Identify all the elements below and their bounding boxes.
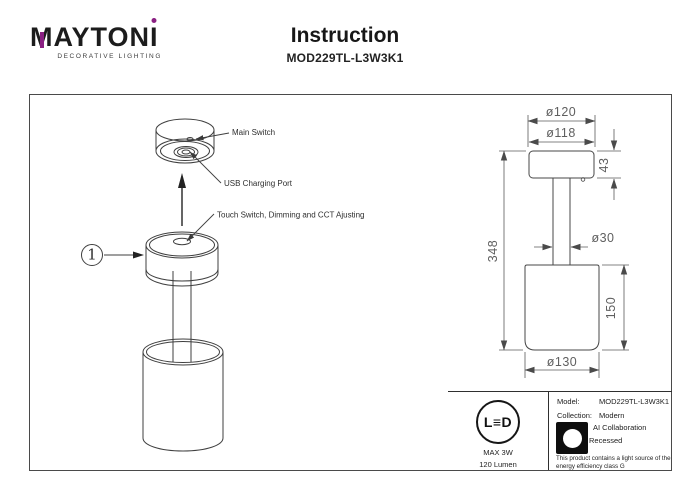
recessed-light-icon-circle [562,428,582,448]
page-header: Instruction MOD229TL-L3W3K1 [145,24,545,65]
lamp-stem [172,271,192,362]
info-panel-top-border [448,391,672,392]
dim-total-height: 348 [486,240,500,262]
product-spec-cell: Model:MOD229TL-L3W3K1 Collection:Modern … [548,391,672,470]
dim-head-button [580,177,586,182]
brand-tagline: DECORATIVE LIGHTING [57,53,162,60]
model-row: Model: MOD229TL-L3W3K1 [557,397,669,406]
energy-note-line1: This product contains a light source of … [556,455,671,462]
brand-logo-i: I [150,18,159,52]
brand-logo-i-letter: I [150,22,159,52]
brand-logo-text: MAYTONI [30,18,162,52]
lumen-label: 120 Lumen [479,460,517,469]
collection-value: Modern [599,411,625,420]
model-value: MOD229TL-L3W3K1 [599,397,670,406]
feature-recessed: Recessed [589,436,623,445]
dim-stem-diameter: ø30 [591,231,614,245]
brand-logo-main: MAYTON [30,22,151,52]
lamp-body [142,338,224,452]
dim-body-diameter: ø130 [547,355,578,369]
leader-lines [186,132,230,242]
dim-lamp-head [528,150,595,179]
exploded-view-drawing [81,118,230,452]
dim-head-inner: ø118 [546,126,576,140]
main-switch-leader [195,132,230,141]
label-usb-port: USB Charging Port [224,179,293,188]
feature-ai-collaboration: AI Collaboration [593,423,647,432]
dim-head-outer: ø120 [546,105,577,119]
instruction-sheet-frame: 1 Main Switch USB Charging Port Touch Sw… [29,94,672,471]
lamp-head [145,231,219,287]
touch-switch-leader [186,213,215,242]
page-title: Instruction [290,24,400,47]
lamp-base-disk [155,118,215,164]
dimension-view-drawing [524,150,600,351]
collection-row: Collection: Modern [557,411,624,420]
page-model-code: MOD229TL-L3W3K1 [286,51,404,65]
label-main-switch: Main Switch [232,128,275,137]
model-label: Model: [557,397,580,406]
technical-drawing: 1 Main Switch USB Charging Port Touch Sw… [81,105,629,452]
max-power-label: MAX 3W [483,448,513,457]
label-touch-switch: Touch Switch, Dimming and CCT Ajusting [217,211,364,220]
info-panel-divider [548,391,549,470]
usb-port-icon [181,149,191,155]
collection-label: Collection: [557,411,593,420]
dimension-lines [499,115,629,378]
assembly-arrow-icon [178,173,186,226]
main-switch-icon [186,137,194,141]
energy-efficiency-note: This product contains a light source of … [556,455,671,471]
dim-head-height: 43 [597,158,611,173]
brand-logo: MAYTONI DECORATIVE LIGHTING [30,18,162,60]
callout-1 [81,244,144,266]
recessed-light-icon [556,422,588,454]
dim-body-height: 150 [604,297,618,319]
brand-logo-m-accent [40,32,44,48]
led-info-cell: L≡D MAX 3W 120 Lumen [448,391,548,470]
energy-note-line2: energy efficiency class G [556,463,625,470]
brand-logo-i-dot-icon [151,18,157,23]
callout-number: 1 [87,246,97,264]
led-logo-icon: L≡D [476,400,520,444]
usb-port-leader [189,151,222,184]
touch-switch-icon [173,237,191,246]
dim-lamp-body [524,264,600,351]
